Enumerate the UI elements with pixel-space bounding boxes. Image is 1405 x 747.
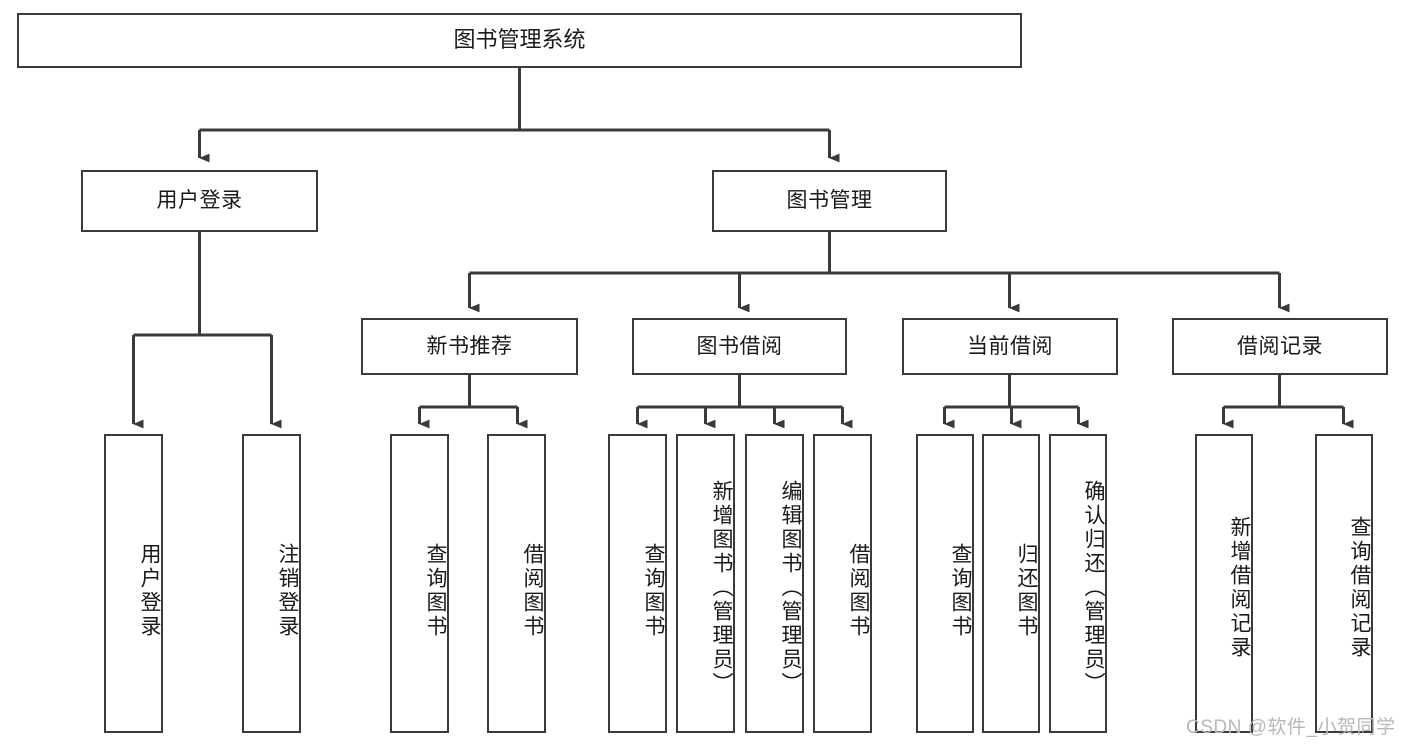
node-user-login[interactable]: 用户登录 — [81, 170, 318, 232]
node-label: 用户登录 — [156, 189, 243, 213]
leaf-query-book-borrow[interactable]: 查询图书 — [608, 434, 667, 733]
leaf-edit-book-admin[interactable]: 编辑图书（管理员） — [745, 434, 804, 733]
node-label: 新书推荐 — [426, 334, 513, 358]
node-label: 图书管理 — [786, 189, 873, 213]
node-book-management[interactable]: 图书管理 — [712, 170, 947, 232]
leaf-add-borrow-record[interactable]: 新增借阅记录 — [1195, 434, 1253, 733]
leaf-borrow-book[interactable]: 借阅图书 — [813, 434, 872, 733]
node-label: 查询图书 — [424, 542, 447, 639]
node-label: 用户登录 — [138, 542, 161, 639]
node-label: 编辑图书（管理员） — [779, 479, 802, 696]
leaf-return-book[interactable]: 归还图书 — [982, 434, 1040, 733]
node-label: 当前借阅 — [967, 334, 1053, 358]
leaf-query-book-current[interactable]: 查询图书 — [916, 434, 974, 733]
node-new-book-recommend[interactable]: 新书推荐 — [361, 318, 578, 375]
node-book-borrow[interactable]: 图书借阅 — [632, 318, 847, 375]
leaf-query-book-new[interactable]: 查询图书 — [390, 434, 449, 733]
node-label: 新增借阅记录 — [1228, 515, 1251, 660]
node-label: 归还图书 — [1015, 542, 1038, 639]
node-current-borrow[interactable]: 当前借阅 — [902, 318, 1118, 375]
node-borrow-record[interactable]: 借阅记录 — [1172, 318, 1388, 375]
leaf-user-login[interactable]: 用户登录 — [104, 434, 163, 733]
node-root-system[interactable]: 图书管理系统 — [17, 13, 1022, 68]
node-label: 借阅图书 — [521, 542, 544, 639]
node-label: 图书管理系统 — [453, 27, 586, 53]
leaf-borrow-book-new[interactable]: 借阅图书 — [487, 434, 546, 733]
node-label: 借阅图书 — [847, 542, 870, 639]
leaf-logout[interactable]: 注销登录 — [242, 434, 301, 733]
node-label: 确认归还（管理员） — [1082, 479, 1105, 696]
node-label: 查询借阅记录 — [1348, 515, 1371, 660]
leaf-query-borrow-record[interactable]: 查询借阅记录 — [1315, 434, 1373, 733]
node-label: 新增图书（管理员） — [710, 479, 733, 696]
leaf-confirm-return-admin[interactable]: 确认归还（管理员） — [1049, 434, 1107, 733]
node-label: 查询图书 — [949, 542, 972, 639]
node-label: 图书借阅 — [696, 334, 783, 358]
node-label: 查询图书 — [642, 542, 665, 639]
leaf-add-book-admin[interactable]: 新增图书（管理员） — [676, 434, 735, 733]
node-label: 注销登录 — [276, 542, 299, 639]
watermark: CSDN @软件_小贺同学 — [1186, 717, 1396, 738]
node-label: 借阅记录 — [1237, 334, 1323, 358]
